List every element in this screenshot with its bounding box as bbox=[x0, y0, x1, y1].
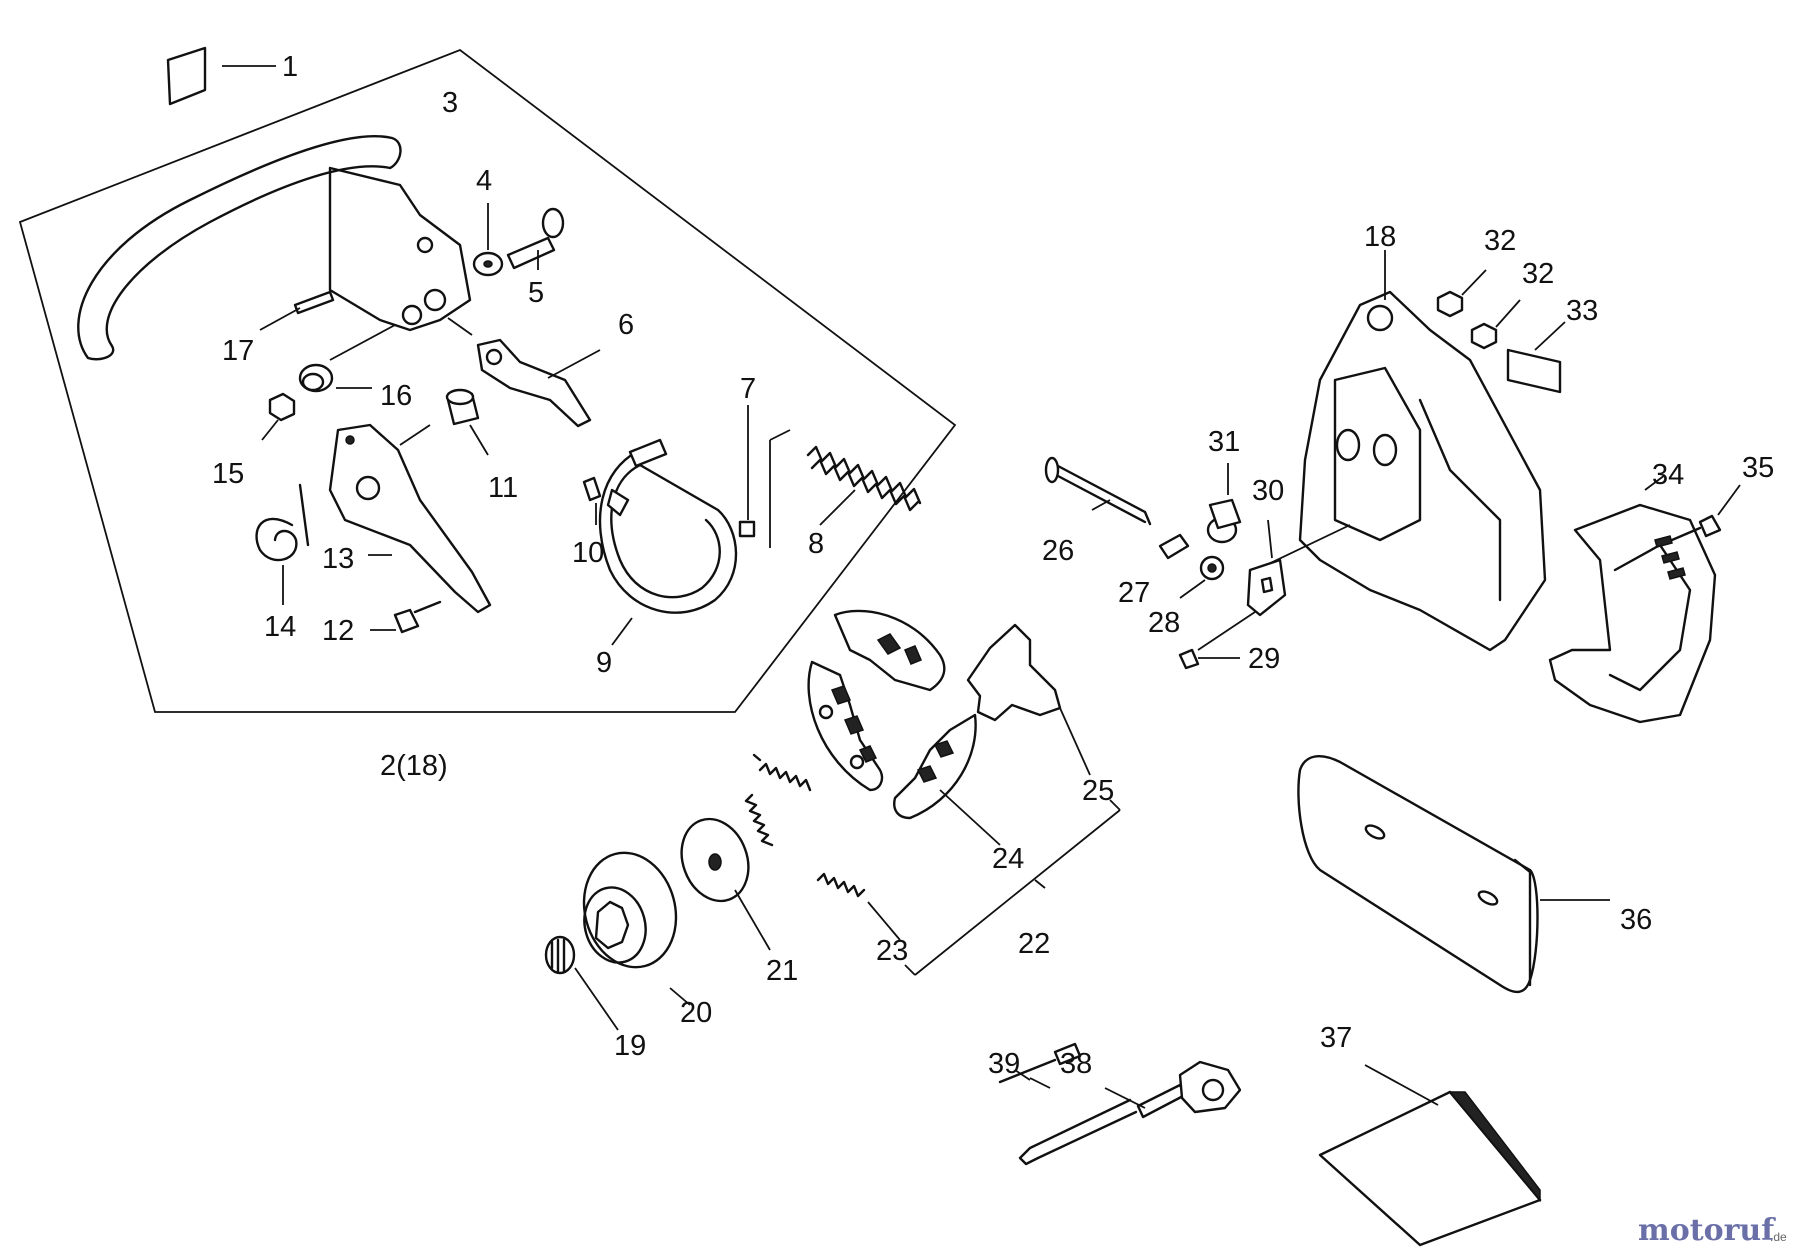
callout-18: 18 bbox=[1364, 221, 1396, 253]
part-34-outer-cover bbox=[1548, 474, 1717, 724]
part-3-hand-guard bbox=[77, 134, 472, 361]
part-35-screw bbox=[1670, 484, 1741, 542]
callout-12: 12 bbox=[322, 615, 354, 647]
part-29-screw bbox=[1178, 611, 1256, 670]
part-20-rim-sprocket bbox=[582, 851, 691, 1006]
part-6-lever bbox=[447, 317, 601, 428]
part-9-brake-band bbox=[598, 438, 738, 646]
part-30-plate bbox=[1246, 519, 1287, 617]
callout-31: 31 bbox=[1208, 426, 1240, 458]
part-27-pin bbox=[1158, 533, 1190, 560]
part-23-spring-a bbox=[752, 753, 812, 792]
assembly-outline bbox=[18, 48, 957, 713]
part-28-gear bbox=[1179, 555, 1225, 599]
callout-17: 17 bbox=[222, 335, 254, 367]
callout-29: 29 bbox=[1248, 643, 1280, 675]
watermark: motoruf .de bbox=[1638, 1213, 1787, 1248]
callout-33: 33 bbox=[1566, 295, 1598, 327]
part-4-washer bbox=[472, 203, 504, 277]
part-33-label bbox=[1506, 321, 1566, 394]
callout-8: 8 bbox=[808, 528, 824, 560]
callout-4: 4 bbox=[476, 165, 492, 197]
callout-7: 7 bbox=[740, 373, 756, 405]
part-16-collar-nut bbox=[298, 363, 372, 393]
callout-32a: 32 bbox=[1484, 225, 1516, 257]
callout-23: 23 bbox=[876, 935, 908, 967]
callout-10: 10 bbox=[572, 537, 604, 569]
watermark-brand: motoruf bbox=[1638, 1213, 1776, 1248]
part-21-washer bbox=[680, 817, 771, 951]
callout-28: 28 bbox=[1148, 607, 1180, 639]
part-23-spring-b bbox=[744, 793, 774, 847]
callout-14: 14 bbox=[264, 611, 296, 643]
part-12-screw bbox=[370, 600, 442, 634]
part-32-nut-b bbox=[1470, 299, 1521, 350]
callout-20: 20 bbox=[680, 997, 712, 1029]
callout-37: 37 bbox=[1320, 1022, 1352, 1054]
part-32-nut-a bbox=[1436, 269, 1487, 318]
part-17-pin bbox=[293, 290, 335, 315]
part-7-retainer bbox=[738, 405, 791, 548]
watermark-suffix: .de bbox=[1770, 1230, 1787, 1244]
part-24-clutch-shoe-left bbox=[807, 660, 884, 792]
part-5-bolt bbox=[506, 207, 565, 270]
callout-16: 16 bbox=[380, 380, 412, 412]
part-39-screwdriver bbox=[998, 1042, 1082, 1089]
callout-6: 6 bbox=[618, 309, 634, 341]
callout-21: 21 bbox=[766, 955, 798, 987]
callout-32b: 32 bbox=[1522, 258, 1554, 290]
part-36-guide-bar bbox=[1297, 754, 1610, 994]
part-18-sprocket-cover bbox=[1259, 250, 1547, 652]
part-26-tension-bolt bbox=[1044, 456, 1152, 526]
callout-15: 15 bbox=[212, 458, 244, 490]
part-15-nut bbox=[261, 392, 296, 441]
part-1-sticker bbox=[166, 46, 276, 106]
callout-22: 22 bbox=[1018, 928, 1050, 960]
callout-34: 34 bbox=[1652, 459, 1684, 491]
callout-26: 26 bbox=[1042, 535, 1074, 567]
callout-5: 5 bbox=[528, 277, 544, 309]
part-14-coil-spring bbox=[255, 483, 310, 605]
callout-3: 3 bbox=[442, 87, 458, 119]
part-13-brake-lever bbox=[328, 423, 492, 614]
callout-13: 13 bbox=[322, 543, 354, 575]
part-24-clutch-shoe-right bbox=[893, 713, 1001, 846]
callout-25: 25 bbox=[1082, 775, 1114, 807]
group-22-bracket bbox=[904, 799, 1121, 976]
callout-labels: 12(18)3456789101112131415161718192021222… bbox=[212, 51, 1774, 1080]
part-37-manual bbox=[1318, 1064, 1542, 1247]
part-19-needle-bearing bbox=[544, 935, 619, 1031]
callout-38: 38 bbox=[1060, 1048, 1092, 1080]
part-25-clutch-hub bbox=[966, 623, 1091, 776]
callout-36: 36 bbox=[1620, 904, 1652, 936]
part-10-pin bbox=[582, 476, 602, 502]
callout-30: 30 bbox=[1252, 475, 1284, 507]
callout-2: 2(18) bbox=[380, 750, 448, 782]
callout-35: 35 bbox=[1742, 452, 1774, 484]
callout-1: 1 bbox=[282, 51, 298, 83]
callout-39: 39 bbox=[988, 1048, 1020, 1080]
callout-27: 27 bbox=[1118, 577, 1150, 609]
part-31-adjuster bbox=[1206, 463, 1242, 544]
part-38-wrench bbox=[1018, 1060, 1242, 1166]
callout-9: 9 bbox=[596, 647, 612, 679]
part-8-spring bbox=[806, 445, 922, 526]
callout-11: 11 bbox=[488, 472, 518, 504]
part-23-spring-c bbox=[816, 872, 901, 941]
callout-24: 24 bbox=[992, 843, 1024, 875]
callout-19: 19 bbox=[614, 1030, 646, 1062]
part-24-clutch-shoe-upper bbox=[833, 609, 946, 692]
part-11-bushing bbox=[399, 388, 489, 456]
